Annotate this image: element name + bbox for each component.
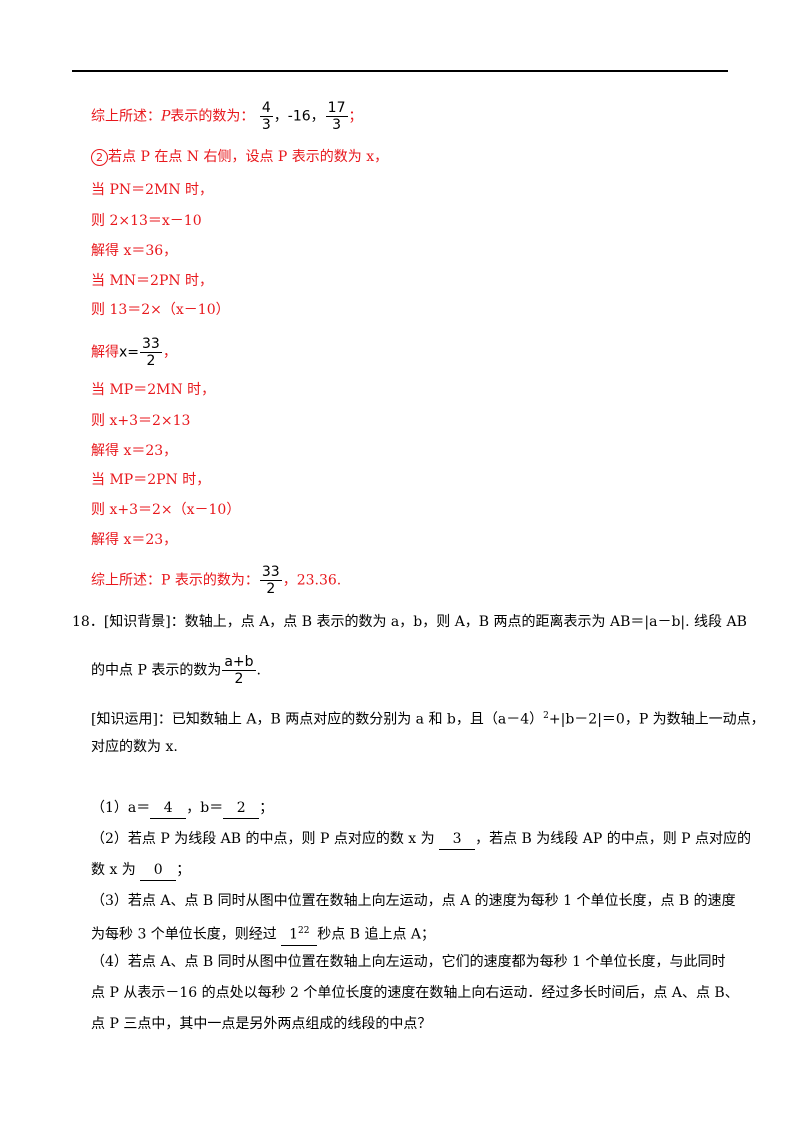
q18-sub4-line1: （4）若点 A、点 B 同时从图中位置在数轴上向左运动，它们的速度都为每秒 1 … bbox=[91, 954, 726, 970]
q18-sub2-line1: （2）若点 P 为线段 AB 的中点，则 P 点对应的数 x 为 3，若点 B … bbox=[91, 829, 751, 850]
solution-line: 则 2×13＝x－10 bbox=[91, 213, 202, 229]
q18-sub2-line2: 数 x 为 0； bbox=[91, 860, 190, 881]
solution-line: 则 13＝2×（x－10） bbox=[91, 302, 230, 318]
q18-background-line: 18．[知识背景]：数轴上，点 A，点 B 表示的数为 a，b，则 A，B 两点… bbox=[72, 614, 747, 630]
solution-line: 则 x+3＝2×（x－10） bbox=[91, 502, 241, 518]
answer-blank-time: 122 bbox=[281, 921, 318, 946]
q18-variable-line: 对应的数为 x. bbox=[91, 739, 178, 755]
q18-sub1: （1）a＝4，b＝2； bbox=[91, 798, 273, 819]
answer-blank-p: 0 bbox=[140, 860, 177, 881]
answer-blank-midpoint: 3 bbox=[439, 829, 476, 850]
q18-application-line: [知识运用]：已知数轴上 A，B 两点对应的数分别为 a 和 b，且（a－4）2… bbox=[91, 711, 765, 728]
header-rule bbox=[72, 70, 728, 72]
solution-line: 当 PN＝2MN 时， bbox=[91, 182, 214, 198]
circled-two-marker: 2 bbox=[91, 149, 108, 166]
q18-sub3-line1: （3）若点 A、点 B 同时从图中位置在数轴上向左运动，点 A 的速度为每秒 1… bbox=[91, 893, 736, 909]
solution-line: 解得 x＝23， bbox=[91, 532, 178, 548]
q18-sub4-line2: 点 P 从表示－16 的点处以每秒 2 个单位长度的速度在数轴上向右运动．经过多… bbox=[91, 985, 739, 1001]
solution-line: 当 MP＝2MN 时， bbox=[91, 382, 216, 398]
q18-sub4-line3: 点 P 三点中，其中一点是另外两点组成的线段的中点？ bbox=[91, 1016, 432, 1032]
solution-line: 当 MN＝2PN 时， bbox=[91, 273, 214, 289]
solution-line: 则 x+3＝2×13 bbox=[91, 413, 191, 429]
solution-line: 当 MP＝2PN 时， bbox=[91, 472, 211, 488]
solution-line: 解得 x＝23， bbox=[91, 443, 178, 459]
answer-blank-a: 4 bbox=[150, 798, 187, 819]
solution-line: 解得 x＝36， bbox=[91, 243, 178, 259]
answer-blank-b: 2 bbox=[223, 798, 260, 819]
